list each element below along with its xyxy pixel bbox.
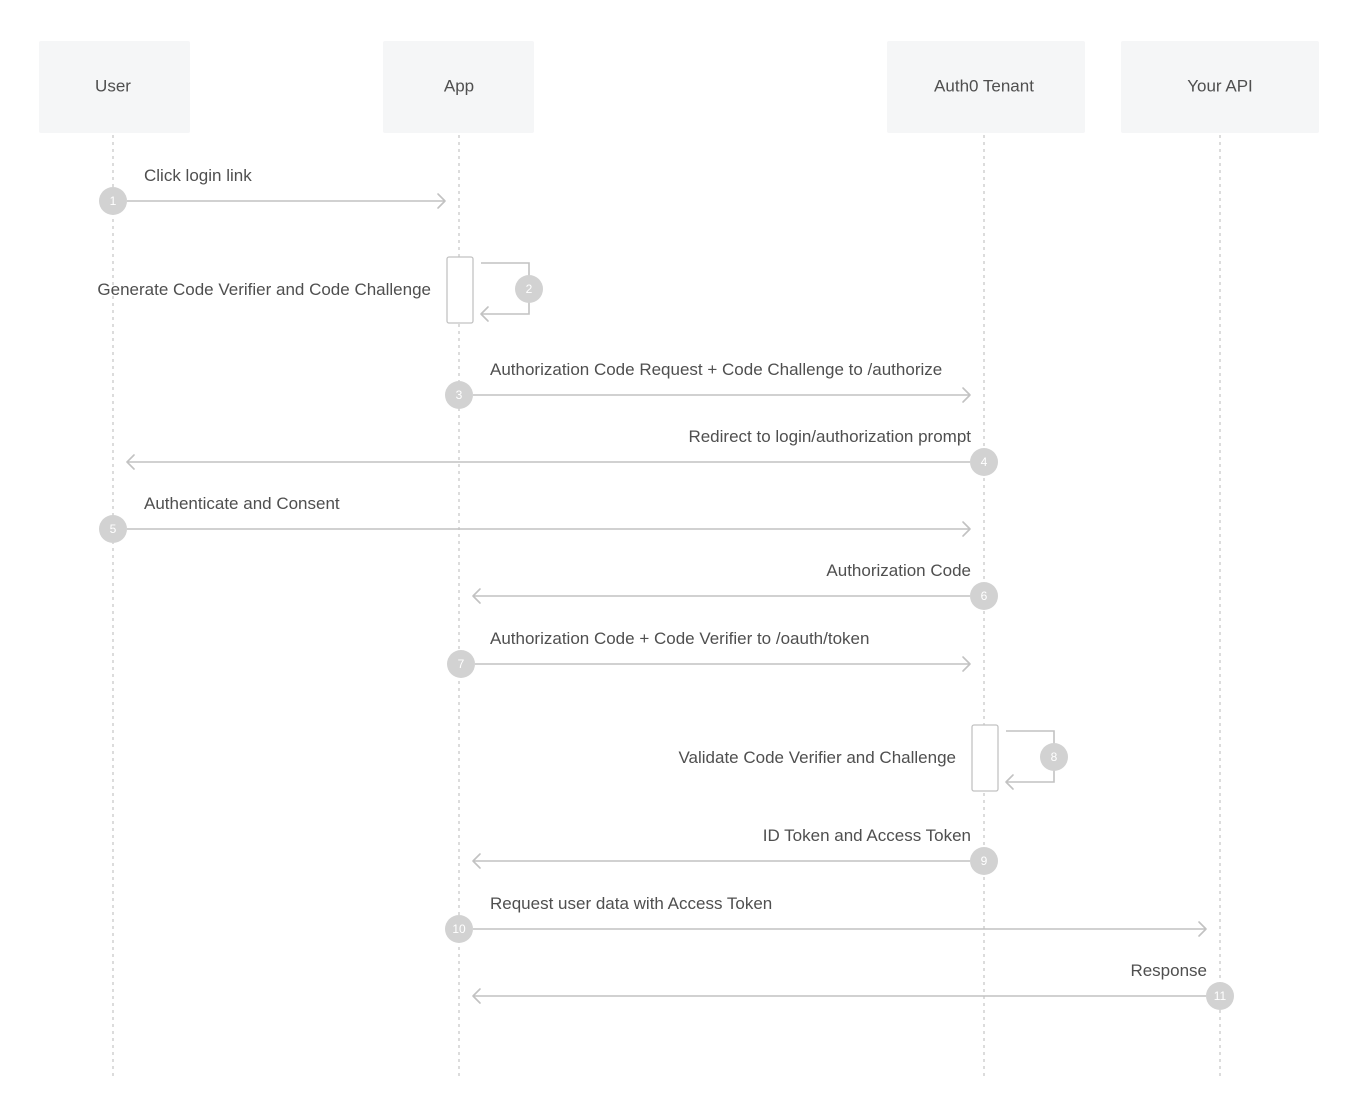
step-number: 3	[456, 388, 463, 402]
arrow-head	[472, 988, 481, 1004]
step-number-badge	[99, 515, 127, 543]
step-number-badge	[970, 847, 998, 875]
activation-box	[971, 724, 999, 792]
message-label: Click login link	[144, 166, 252, 185]
message-label: Redirect to login/authorization prompt	[688, 427, 971, 446]
step-1: 1 Click login link	[99, 166, 446, 215]
arrow-head	[962, 521, 971, 537]
arrow-head	[1005, 774, 1014, 790]
step-number-badge	[515, 275, 543, 303]
step-number-badge	[447, 650, 475, 678]
message-label: Request user data with Access Token	[490, 894, 772, 913]
arrow-head	[472, 853, 481, 869]
arrow-head	[1198, 921, 1207, 937]
participant-api: Your API	[1121, 41, 1319, 133]
message-label: ID Token and Access Token	[763, 826, 971, 845]
message-label: Response	[1130, 961, 1207, 980]
step-5: 5 Authenticate and Consent	[99, 494, 971, 543]
step-6: 6 Authorization Code	[472, 561, 998, 610]
participant-label: User	[95, 76, 131, 95]
participant-label: Your API	[1187, 76, 1253, 95]
activity-label: Validate Code Verifier and Challenge	[678, 748, 956, 767]
step-8: 8 Validate Code Verifier and Challenge	[678, 724, 1068, 792]
step-7: 7 Authorization Code + Code Verifier to /…	[447, 629, 971, 678]
step-number-badge	[1206, 982, 1234, 1010]
step-number-badge	[970, 448, 998, 476]
participant-box	[383, 41, 534, 133]
participant-app: App	[383, 41, 534, 133]
step-number: 7	[458, 657, 465, 671]
step-number: 5	[110, 522, 117, 536]
activation-box	[446, 256, 474, 324]
step-number-badge	[99, 187, 127, 215]
arrow-head	[962, 656, 971, 672]
step-11: 11 Response	[472, 961, 1234, 1010]
message-label: Authorization Code + Code Verifier to /o…	[490, 629, 869, 648]
messages: 1 Click login link 2 Generate Code Verifier…	[97, 166, 1234, 1010]
message-label: Authorization Code	[826, 561, 971, 580]
arrow-head	[962, 387, 971, 403]
participant-box	[1121, 41, 1319, 133]
step-number: 4	[981, 455, 988, 469]
step-number: 9	[981, 854, 988, 868]
step-number-badge	[445, 915, 473, 943]
step-10: 10 Request user data with Access Token	[445, 894, 1207, 943]
participant-box	[39, 41, 190, 133]
participant-box	[887, 41, 1085, 133]
step-number: 10	[452, 922, 466, 936]
step-2: 2 Generate Code Verifier and Code Challen…	[97, 256, 543, 324]
arrow-head	[472, 588, 481, 604]
participants: User App Auth0 Tenant Your API	[39, 41, 1319, 133]
step-4: 4 Redirect to login/authorization prompt	[126, 427, 998, 476]
step-number: 8	[1051, 750, 1058, 764]
step-number-badge	[445, 381, 473, 409]
lifelines	[112, 135, 1221, 1080]
participant-user: User	[39, 41, 190, 133]
step-number: 2	[526, 282, 533, 296]
arrow-head	[126, 454, 135, 470]
arrow-head	[480, 306, 489, 322]
message-label: Authorization Code Request + Code Challe…	[490, 360, 942, 379]
arrow-head	[437, 193, 446, 209]
activity-label: Generate Code Verifier and Code Challeng…	[97, 280, 431, 299]
step-9: 9 ID Token and Access Token	[472, 826, 998, 875]
step-number: 1	[110, 194, 117, 208]
step-number-badge	[970, 582, 998, 610]
message-label: Authenticate and Consent	[144, 494, 340, 513]
participant-label: Auth0 Tenant	[934, 76, 1034, 95]
participant-label: App	[444, 76, 474, 95]
participant-auth0: Auth0 Tenant	[887, 41, 1085, 133]
step-number: 6	[981, 589, 988, 603]
step-number-badge	[1040, 743, 1068, 771]
step-number: 11	[1214, 989, 1227, 1003]
step-3: 3 Authorization Code Request + Code Chall…	[445, 360, 971, 409]
